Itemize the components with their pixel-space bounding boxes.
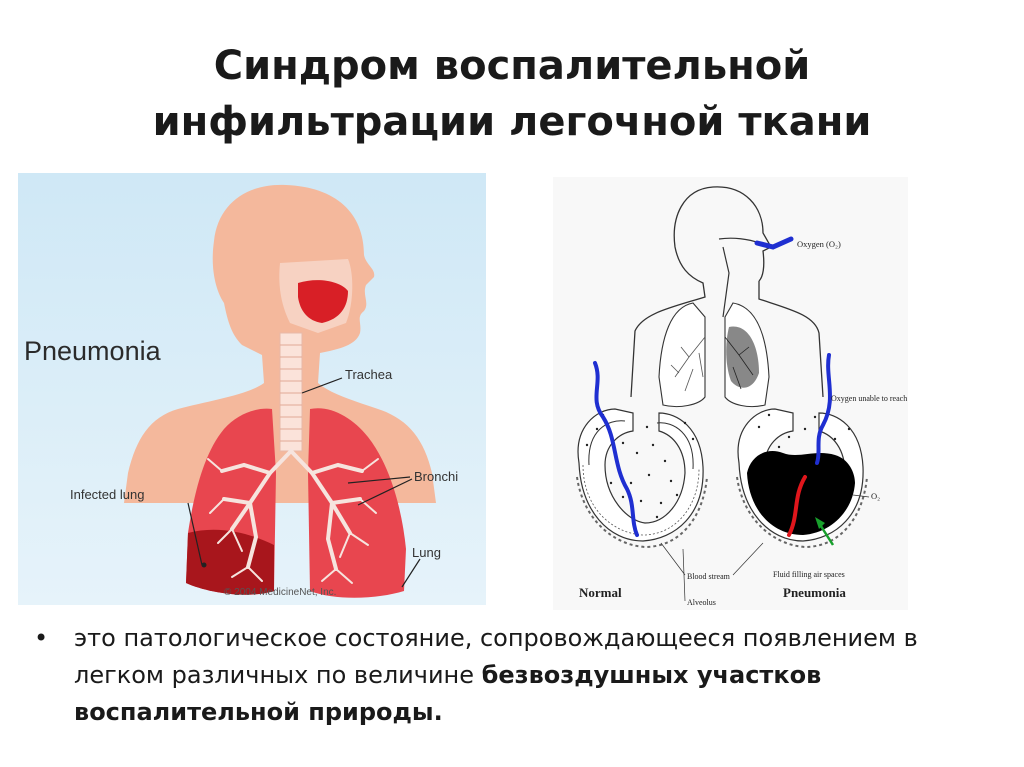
infected-lung-label: Infected lung — [70, 487, 144, 502]
oxygen-stream — [754, 236, 794, 250]
copyright-notice: © 2004 MedicineNet, Inc. — [224, 587, 336, 598]
pneumonia-anatomy-illustration: Pneumonia Trachea Bronchi Infected lung … — [18, 173, 486, 605]
slide-title: Синдром воспалительной инфильтрации лего… — [0, 38, 1024, 150]
bullet-text-regular: это патологическое состояние, сопровожда… — [74, 624, 918, 689]
mouth-red — [298, 280, 348, 323]
alveoli-comparison-illustration: Oxygen (O₂) — [553, 177, 950, 610]
pneumonia-alveolus — [736, 408, 868, 549]
bullet-text-bold: безвоздушных участков воспалительной при… — [74, 661, 822, 726]
normal-oxygen-stream — [593, 361, 639, 537]
pneumonia-heading: Pneumonia — [24, 336, 162, 366]
bronchi-label: Bronchi — [414, 469, 458, 484]
title-line-1: Синдром воспалительной — [213, 43, 811, 89]
normal-oxygen-particles — [585, 413, 695, 519]
oxygen-label: Oxygen (O₂) — [797, 239, 841, 249]
o2-leader — [852, 494, 870, 498]
body-outline — [630, 186, 824, 398]
alveolus-label: Alveolus — [687, 598, 716, 607]
normal-caption: Normal — [579, 585, 622, 600]
fluid-arrow-head — [815, 517, 825, 529]
oxygen-unable-text: Oxygen unable to reach bloodstream — [831, 394, 908, 403]
fluid-fill — [747, 451, 855, 535]
bullet-marker: • — [34, 624, 49, 652]
bronchiole-branches — [207, 458, 379, 584]
bronchial-tree — [220, 449, 364, 571]
pneumonia-caption: Pneumonia — [783, 585, 846, 600]
leader-lines — [187, 377, 421, 588]
blood-stream-label: Blood stream — [687, 572, 731, 581]
right-lung-outline — [658, 302, 706, 408]
infected-region — [186, 529, 274, 595]
trachea-tube — [279, 332, 303, 452]
label-leaders — [660, 542, 764, 602]
bullet-text: это патологическое состояние, сопровожда… — [74, 620, 994, 731]
o2-label: O₂ — [871, 491, 880, 501]
trachea-rings — [280, 344, 302, 442]
trachea-label: Trachea — [345, 367, 393, 382]
normal-alveolus — [576, 408, 708, 549]
fluid-label: Fluid filling air spaces — [773, 570, 845, 579]
blood-stream — [787, 475, 807, 537]
oxygen-unable-label: Oxygen unable to reach bloodstream — [831, 394, 908, 403]
infected-marker — [201, 562, 207, 568]
lung-label: Lung — [412, 545, 441, 560]
right-lung-bronchioles — [670, 336, 706, 392]
pneumonia-oxygen-stream — [815, 353, 832, 465]
pneumonia-oxygen-particles — [757, 413, 851, 449]
left-lung-bronchioles — [724, 336, 754, 390]
title-line-2: инфильтрации легочной ткани — [152, 99, 872, 145]
